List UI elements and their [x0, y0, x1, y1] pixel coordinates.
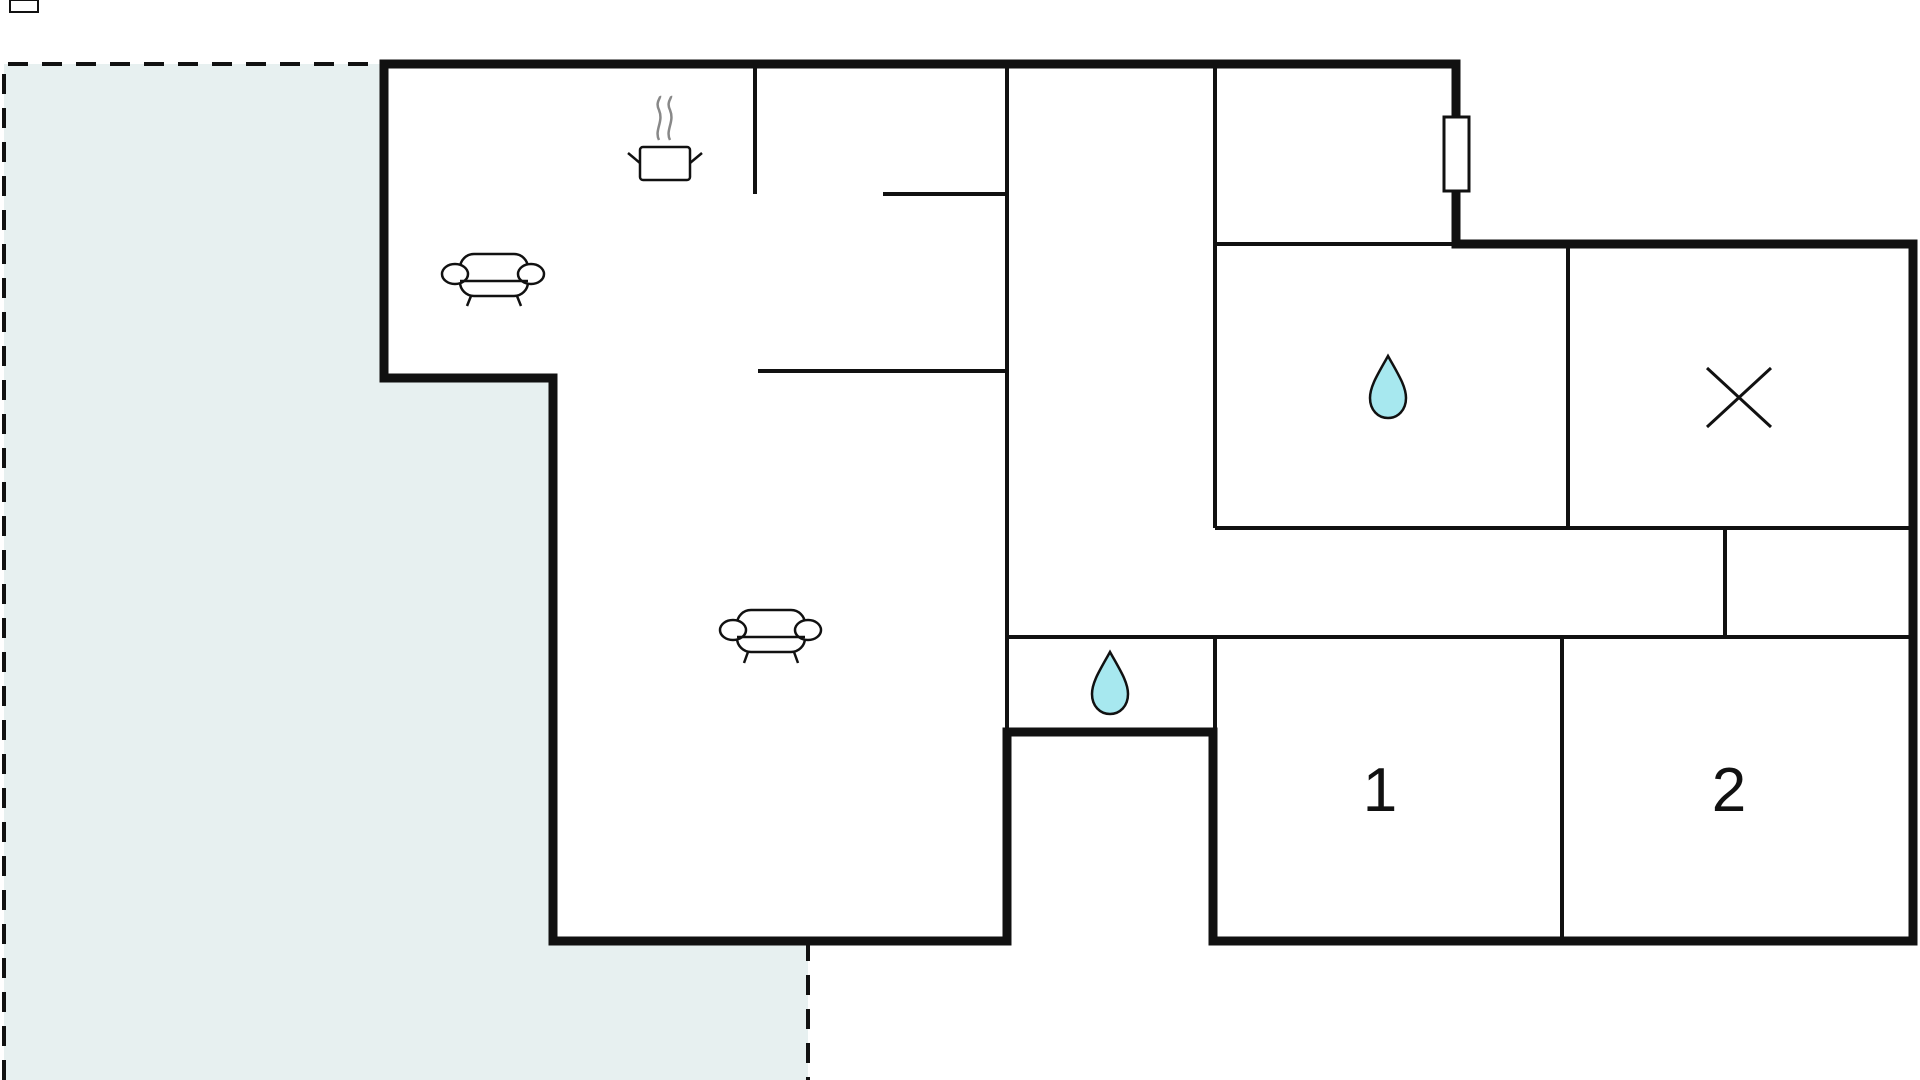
sofa-icon — [718, 608, 823, 664]
interior-walls — [753, 68, 1909, 937]
bedroom-1-label: 1 — [1363, 756, 1397, 825]
bedroom-2-label: 2 — [1712, 756, 1746, 825]
exterior-walls — [379, 59, 1918, 946]
terrace-area — [2, 62, 810, 1080]
water-drop-icon — [1368, 353, 1408, 420]
window-icon — [1442, 115, 1471, 193]
sofa-icon — [440, 252, 546, 307]
water-drop-icon — [1090, 649, 1130, 716]
cross-icon — [1705, 366, 1773, 429]
cooking-pot-icon — [627, 95, 703, 182]
corner-marker — [9, 0, 39, 13]
